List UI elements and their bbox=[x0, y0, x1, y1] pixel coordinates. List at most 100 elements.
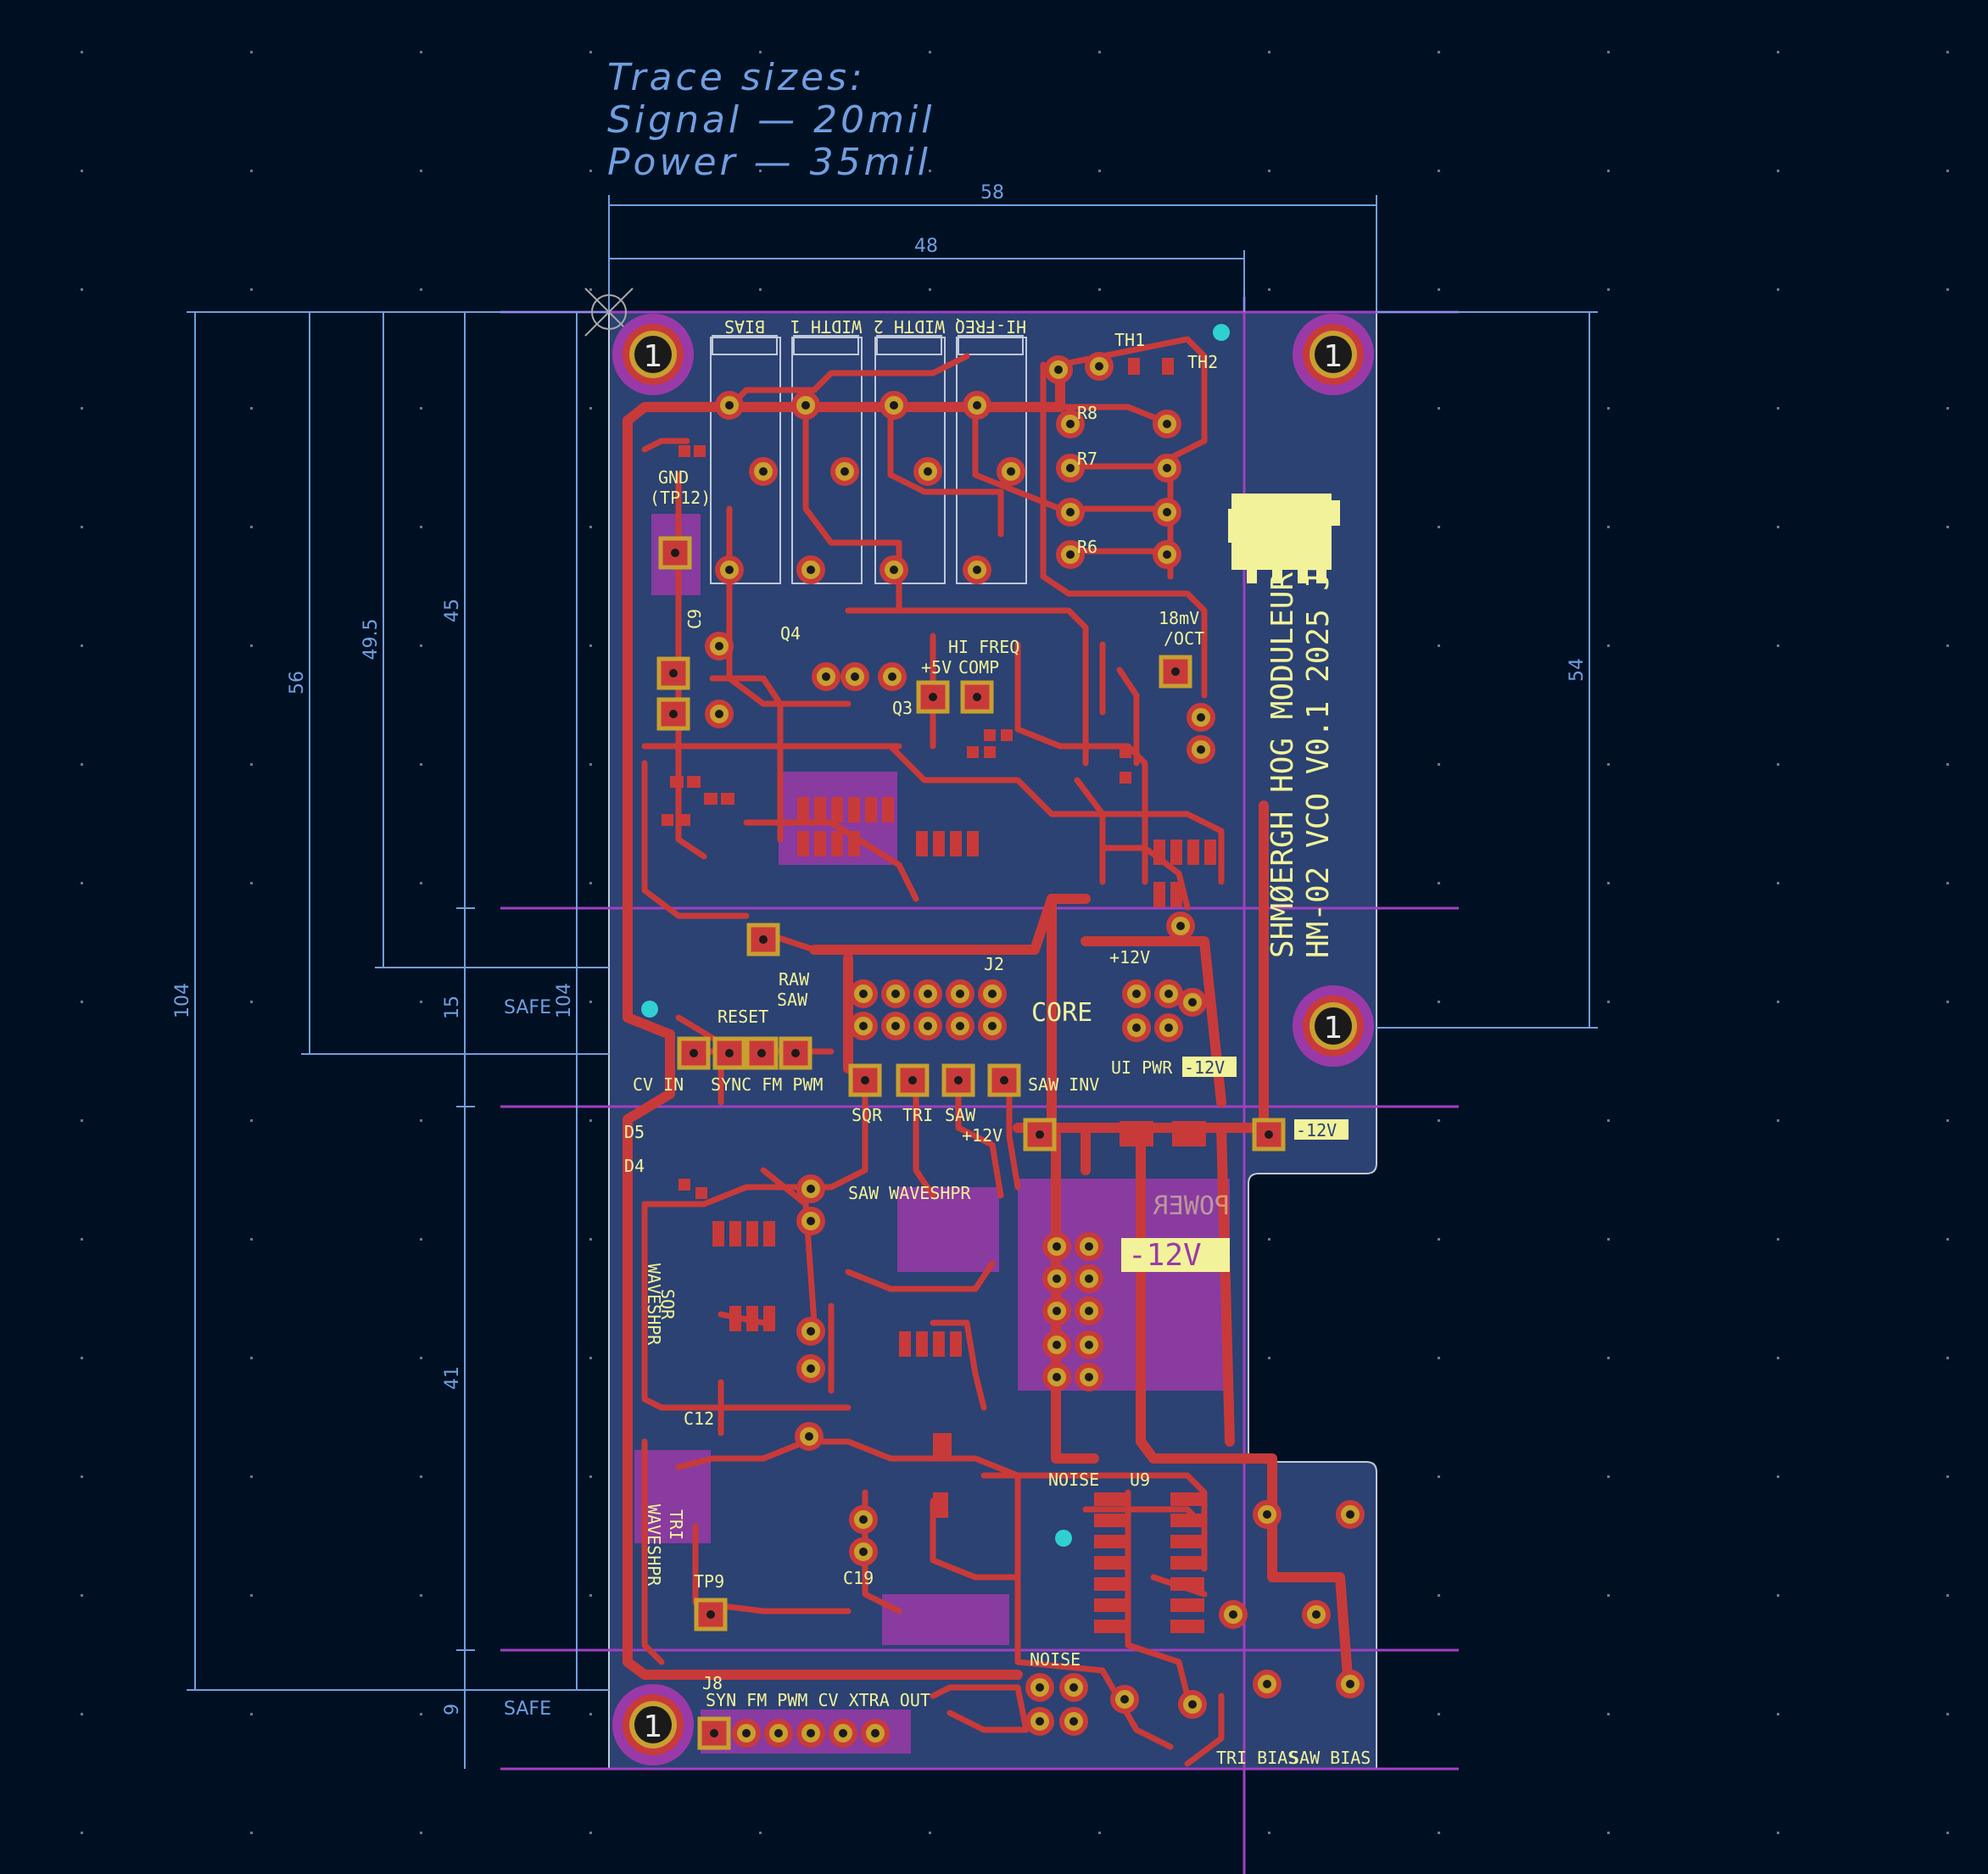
grid-dot bbox=[420, 1594, 422, 1597]
label-cv-in: CV IN bbox=[633, 1074, 684, 1095]
smd-components bbox=[662, 358, 1216, 1633]
grid-dot bbox=[1268, 170, 1270, 172]
grid-dot bbox=[420, 1713, 422, 1715]
grid-dot bbox=[1777, 1475, 1779, 1478]
note-signal: Signal — 20mil bbox=[607, 98, 935, 142]
drill-hole bbox=[1197, 745, 1205, 754]
grid-dot bbox=[1438, 51, 1440, 53]
label-minus12v-big: -12V bbox=[1128, 1238, 1202, 1273]
grid-dot bbox=[420, 51, 422, 53]
drill-hole bbox=[807, 1185, 815, 1193]
grid-dot bbox=[1607, 407, 1610, 410]
grid-dot bbox=[1268, 51, 1270, 53]
drill-hole bbox=[1066, 550, 1075, 559]
drill-hole bbox=[1197, 713, 1205, 722]
drill-hole bbox=[871, 1729, 880, 1737]
drill-hole bbox=[1053, 1307, 1061, 1315]
grid-dot bbox=[1268, 1357, 1270, 1359]
label-hifreq: HI-FREQ bbox=[955, 316, 1026, 337]
dim-height-45: 45 bbox=[442, 599, 463, 622]
grid-dot bbox=[1946, 51, 1949, 53]
grid-dot bbox=[1946, 882, 1949, 884]
drill-hole bbox=[715, 642, 723, 650]
label-minus12v-b: -12V bbox=[1296, 1120, 1337, 1141]
label-comp: COMP bbox=[958, 657, 999, 678]
grid-dot bbox=[81, 1713, 83, 1715]
grid-dot bbox=[1607, 1832, 1610, 1834]
grid-dot bbox=[250, 407, 253, 410]
grid-dot bbox=[250, 882, 253, 884]
drill-hole bbox=[1066, 420, 1075, 428]
label-tri-wave: TRI bbox=[666, 1509, 686, 1540]
grid-dot bbox=[1946, 407, 1949, 410]
mount-hole-top-left[interactable]: 1 bbox=[612, 314, 694, 395]
copper-fill-saw bbox=[897, 1187, 999, 1272]
label-noise: NOISE bbox=[1048, 1470, 1099, 1490]
drill-hole bbox=[1085, 1373, 1093, 1381]
dim-height-15: 15 bbox=[442, 996, 463, 1019]
grid-dot bbox=[250, 526, 253, 528]
grid-dot bbox=[1777, 882, 1779, 884]
grid-dot bbox=[1607, 1713, 1610, 1715]
grid-dot bbox=[1777, 763, 1779, 766]
note-trace-sizes: Trace sizes: bbox=[607, 56, 866, 99]
grid-dot bbox=[589, 1119, 592, 1122]
mount-hole-bottom-left[interactable]: 1 bbox=[612, 1684, 694, 1765]
drill-hole bbox=[888, 672, 896, 681]
grid-dot bbox=[1098, 1832, 1101, 1834]
drill-hole bbox=[1053, 1242, 1061, 1251]
label-sync-fm-pwm: SYNC FM PWM bbox=[711, 1074, 823, 1095]
drill-hole bbox=[1176, 922, 1185, 930]
grid-dot bbox=[1268, 1238, 1270, 1241]
mount-hole-top-right[interactable]: 1 bbox=[1293, 314, 1374, 395]
grid-dot bbox=[250, 1357, 253, 1359]
drill-hole bbox=[671, 549, 679, 557]
drill-hole bbox=[1163, 508, 1171, 516]
mount-hole-mid-right[interactable]: 1 bbox=[1293, 985, 1374, 1067]
drill-hole bbox=[1312, 1610, 1321, 1619]
label-core: CORE bbox=[1031, 998, 1092, 1028]
grid-dot bbox=[589, 1475, 592, 1478]
grid-dot bbox=[1946, 763, 1949, 766]
label-plus5v: +5V bbox=[921, 657, 952, 678]
grid-dot bbox=[589, 1832, 592, 1834]
grid-dot bbox=[1438, 1475, 1440, 1478]
drill-hole bbox=[805, 1432, 813, 1441]
drill-hole bbox=[715, 710, 723, 718]
label-q3: Q3 bbox=[892, 698, 913, 718]
label-waveshpr2: WAVESHPR bbox=[644, 1504, 664, 1587]
drill-hole bbox=[725, 401, 734, 410]
label-plus12v-b: +12V bbox=[962, 1125, 1002, 1146]
minus12v-b-bg bbox=[1294, 1119, 1349, 1140]
grid-dot bbox=[1777, 526, 1779, 528]
drill-hole bbox=[840, 467, 849, 476]
dim-height-49-5: 49.5 bbox=[360, 619, 382, 661]
drill-hole bbox=[1054, 365, 1063, 374]
safe-label-bottom: SAFE bbox=[504, 1698, 551, 1720]
grid-dot bbox=[1777, 407, 1779, 410]
svg-text:1: 1 bbox=[1324, 339, 1343, 374]
grid-dot bbox=[1438, 288, 1440, 291]
label-ui-pwr: UI PWR bbox=[1111, 1057, 1173, 1078]
drill-hole bbox=[725, 1049, 734, 1057]
square-pad bbox=[916, 680, 950, 714]
drill-hole bbox=[669, 669, 678, 678]
grid-dot bbox=[589, 644, 592, 647]
drill-hole bbox=[1085, 1307, 1093, 1315]
label-plus12v-a: +12V bbox=[1109, 947, 1150, 968]
drill-hole bbox=[988, 1022, 997, 1030]
svg-text:1: 1 bbox=[644, 339, 663, 374]
label-width1: WIDTH 1 bbox=[790, 316, 862, 337]
drill-hole bbox=[742, 1729, 751, 1737]
grid-dot bbox=[929, 1832, 931, 1834]
grid-dot bbox=[420, 882, 422, 884]
label-reset: RESET bbox=[718, 1007, 768, 1027]
drill-hole bbox=[1000, 1076, 1008, 1085]
grid-dot bbox=[1607, 882, 1610, 884]
grid-dot bbox=[1438, 882, 1440, 884]
drill-hole bbox=[1066, 508, 1075, 516]
grid-dot bbox=[81, 1001, 83, 1003]
grid-dot bbox=[1438, 170, 1440, 172]
grid-dot bbox=[1607, 526, 1610, 528]
